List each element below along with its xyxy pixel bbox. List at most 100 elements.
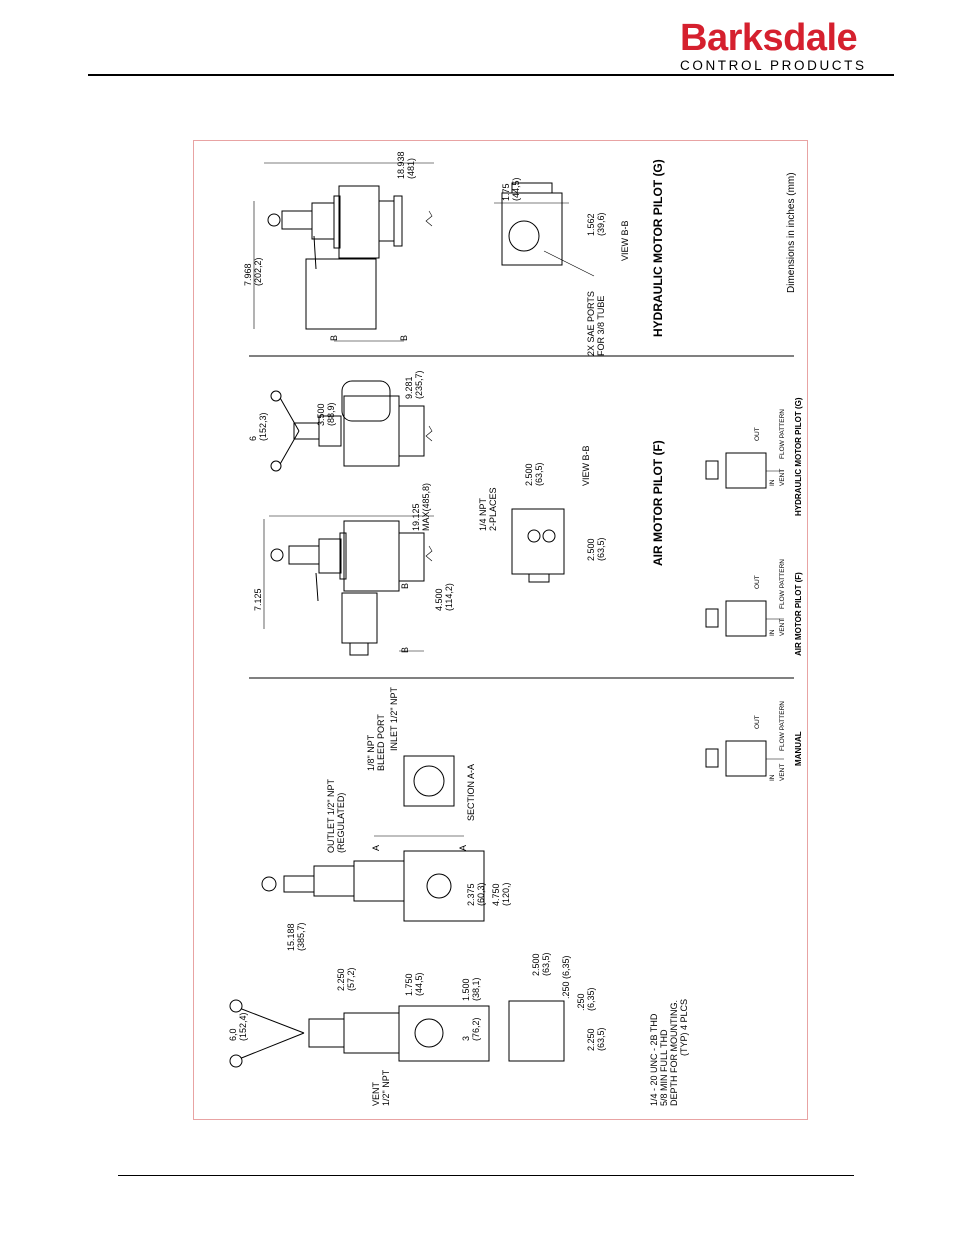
man-d2375: 2.375: [466, 883, 476, 906]
flow-m-out: OUT: [754, 715, 761, 729]
man-bottom-view: [508, 1000, 565, 1062]
flow-f-vent: VENT: [779, 619, 786, 636]
man-d250b: .250: [576, 993, 586, 1011]
hyd-d7968-mm: (202,2): [253, 257, 263, 286]
air-d6-mm: (152,3): [258, 412, 268, 441]
air-d4500-mm: (114,2): [444, 583, 454, 611]
flow-pattern-hydraulic: OUT IN VENT FLOW PATTERN HYDRAULIC MOTOR…: [705, 397, 803, 516]
barksdale-logo: Barksdale CONTROL PRODUCTS: [680, 18, 870, 73]
flow-m-vent: VENT: [779, 764, 786, 781]
man-d1500-mm: (38,1): [471, 977, 481, 1001]
man-bleed-1: 1/8" NPT: [366, 734, 376, 771]
hyd-lever: [313, 235, 317, 270]
air-npt-2: 2-PLACES: [488, 487, 498, 531]
footer-rule: [118, 1175, 854, 1176]
man-d1500: 1.500: [461, 978, 471, 1001]
air-break-2: [425, 425, 433, 442]
air-handle-knob-1: [270, 548, 284, 562]
man-d6-0: 6,0: [228, 1028, 238, 1041]
hyd-sae-2: FOR 3/8 TUBE: [596, 296, 606, 356]
man-d2375-mm: (60,3): [476, 882, 486, 906]
man-regulated: (REGULATED): [336, 793, 346, 853]
hyd-d18938-mm: (481): [406, 158, 416, 179]
air-d7125: 7.125: [253, 588, 263, 611]
hyd-d1562-mm: (39,6): [596, 212, 606, 236]
man-d15188-mm: (385,7): [296, 922, 306, 951]
man-d2250b: 2.250: [586, 1028, 596, 1051]
flow-m-actuator: [705, 748, 719, 768]
air-d2500a: 2.500: [524, 463, 534, 486]
man-mount-2: 5/8 MIN FULL THD: [659, 1029, 669, 1106]
air-break-1: [425, 545, 433, 562]
air-view-bb-port-1: [527, 529, 541, 543]
air-valve-body-1: [343, 520, 400, 592]
air-view-bb-body: [511, 508, 565, 575]
man-section-bore: [413, 765, 445, 797]
hydraulic-motor-pilot-views: 18.938 (481) 7.968 (202,2) B B 1.75 (44,…: [243, 151, 797, 356]
air-stem-1: [318, 538, 342, 574]
flow-f-actuator: [705, 608, 719, 628]
hyd-break-mark: [425, 210, 433, 227]
hyd-title: HYDRAULIC MOTOR PILOT (G): [651, 159, 665, 337]
man-stem-main: [308, 1018, 345, 1048]
flow-m-pattern: FLOW PATTERN: [779, 701, 786, 751]
man-d3: 3: [461, 1036, 471, 1041]
man-inlet: INLET 1/2" NPT: [389, 686, 399, 751]
air-d3500-mm: (88,9): [326, 402, 336, 426]
man-bleed-2: BLEED PORT: [376, 714, 386, 771]
air-d19125-mm: MAX(485,8): [421, 483, 431, 531]
dimension-drawing: 18.938 (481) 7.968 (202,2) B B 1.75 (44,…: [193, 140, 808, 1120]
flow-m-in: IN: [769, 774, 776, 781]
man-d250a: .250 (6,35): [561, 955, 571, 999]
air-stem-nut-1: [288, 545, 320, 565]
man-d6-0-mm: (152,4): [238, 1012, 248, 1041]
hyd-stem: [311, 202, 335, 240]
man-knob-top: [261, 876, 277, 892]
man-bonnet-top: [353, 860, 405, 902]
man-d4750: 4.750: [491, 883, 501, 906]
air-view-bb-port-2: [542, 529, 556, 543]
air-view-bb-label: VIEW B-B: [581, 445, 591, 486]
air-d19125: 19.125: [411, 503, 421, 531]
air-port-block-2: [398, 405, 425, 457]
man-d1750: 1.750: [404, 973, 414, 996]
air-d9281-mm: (235,7): [414, 370, 424, 399]
hyd-d18938: 18.938: [396, 151, 406, 179]
man-d2500-mm: (63,5): [541, 952, 551, 976]
hyd-d1562: 1.562: [586, 213, 596, 236]
hyd-view-bb-label: VIEW B-B: [620, 220, 630, 261]
man-mount-4: (TYP) 4 PLCS: [679, 999, 689, 1056]
air-section-b1: B: [400, 647, 410, 653]
man-d15188: 15.188: [286, 923, 296, 951]
man-d2250b-mm: (63,5): [596, 1027, 606, 1051]
man-port-vent: [414, 1018, 444, 1048]
man-section-a1: A: [371, 845, 381, 851]
flow-g-actuator: [705, 460, 719, 480]
hyd-view-bb-port: [508, 220, 540, 252]
flow-f-pattern: FLOW PATTERN: [779, 559, 786, 609]
man-section-a2: A: [458, 845, 468, 851]
air-lever-1: [315, 572, 319, 602]
air-d2500b-mm: (63,5): [596, 537, 606, 561]
air-d6: 6: [248, 436, 258, 441]
man-d250b-mm: (6,35): [586, 987, 596, 1011]
brand-name: Barksdale: [680, 17, 858, 59]
flow-m-title: MANUAL: [794, 731, 803, 766]
air-flange-1: [339, 532, 347, 580]
air-d4500: 4.500: [434, 588, 444, 611]
flow-f-in: IN: [769, 629, 776, 636]
man-port-outlet: [426, 873, 452, 899]
air-d2500a-mm: (63,5): [534, 462, 544, 486]
man-vent-2: 1/2" NPT: [381, 1069, 391, 1106]
hyd-d7968: 7.968: [243, 263, 253, 286]
flow-g-box: [725, 452, 767, 489]
man-bonnet-main: [343, 1012, 400, 1054]
flow-pattern-air: OUT IN VENT FLOW PATTERN AIR MOTOR PILOT…: [705, 559, 803, 656]
hyd-motor-body: [305, 258, 377, 330]
air-npt-1: 1/4 NPT: [478, 497, 488, 531]
man-nut-top: [283, 875, 315, 893]
air-knob-b: [270, 460, 282, 472]
air-knob-a: [270, 390, 282, 402]
man-knob-b: [229, 1054, 243, 1068]
man-vent-1: VENT: [371, 1081, 381, 1106]
